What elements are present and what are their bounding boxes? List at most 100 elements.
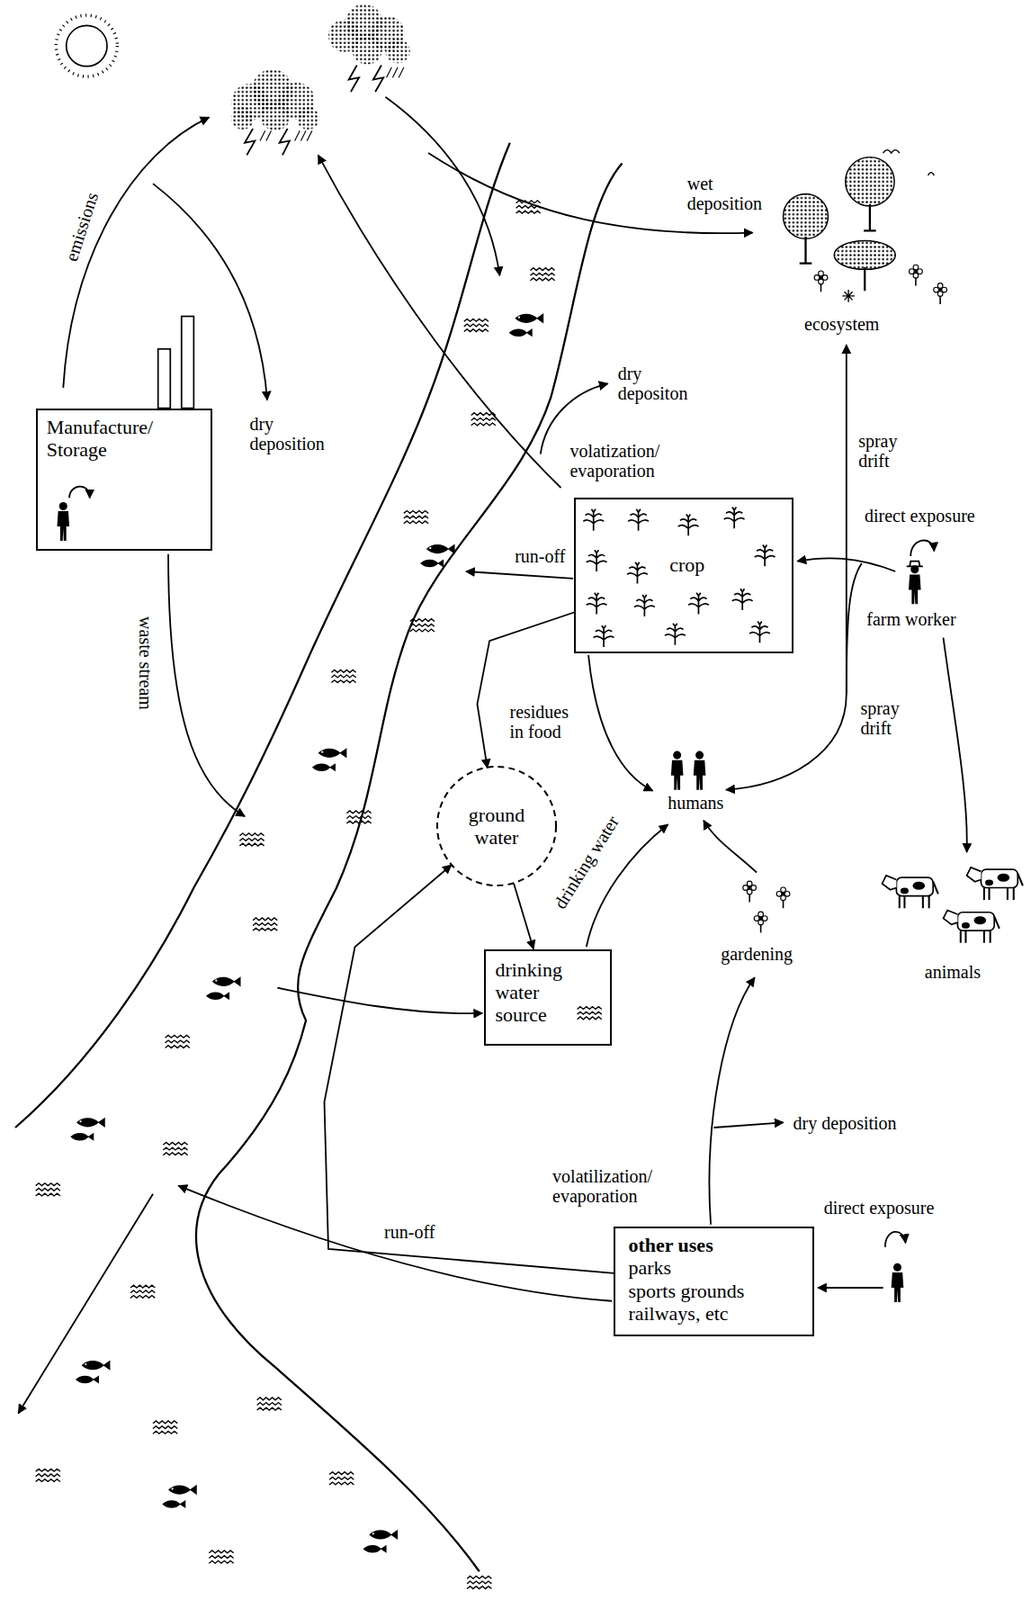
water-symbols: [331, 669, 356, 682]
factory-chimneys: [181, 316, 195, 409]
crop-plants: [749, 621, 771, 644]
tree-icons: [909, 264, 924, 286]
cloud-icon: [386, 67, 404, 78]
annotation-label: run-off: [512, 546, 567, 566]
flow-arrows: [318, 154, 562, 488]
flow-arrows: [277, 987, 483, 1014]
crop-plants: [754, 545, 776, 567]
cow-icons: [943, 909, 1000, 942]
tree-icons: [783, 150, 948, 305]
sun-icon: [55, 15, 117, 77]
person-icons: [56, 502, 70, 541]
node-text: sports grounds: [627, 1279, 799, 1302]
flow-connector: [324, 864, 615, 1274]
water-symbols: [252, 917, 278, 931]
sun-icon: [66, 25, 108, 66]
crop-plants: [586, 549, 608, 572]
annotation-label: dry deposition: [791, 1112, 899, 1133]
tree-icons: [783, 193, 829, 239]
flow-arrows: [910, 539, 934, 556]
flow-arrows: [885, 1231, 906, 1247]
flow-arrows: [846, 563, 862, 694]
crop-plants: [586, 592, 608, 615]
water-symbols: [152, 1420, 178, 1434]
flow-arrows: [845, 344, 848, 694]
water-symbols: [410, 618, 435, 632]
water-symbols: [577, 1006, 602, 1020]
river-banks: [15, 143, 511, 1128]
flow-arrows: [466, 571, 574, 579]
flow-connector: [477, 612, 575, 769]
tree-icons: [845, 157, 895, 207]
cloud-icon: [231, 4, 410, 156]
flow-arrows: [152, 183, 268, 400]
crop-plants: [627, 562, 648, 584]
tree-icons: [933, 283, 948, 305]
garden-flowers: [743, 880, 757, 902]
fish-symbols: [363, 1529, 399, 1553]
annotation-label: waste stream: [135, 614, 156, 712]
water-symbols: [35, 1468, 61, 1481]
water-symbols: [239, 833, 264, 846]
person-icons: [693, 751, 707, 790]
annotation-label: residues in food: [507, 701, 583, 742]
fish-symbols: [161, 1484, 198, 1508]
annotation-label: spray drift: [858, 698, 901, 738]
flow-arrows: [726, 693, 847, 790]
flow-arrows: [713, 1121, 783, 1128]
flow-arrows: [943, 637, 968, 852]
water-symbols: [403, 511, 429, 524]
annotation-label: direct exposure: [822, 1197, 937, 1218]
flow-arrows: [17, 97, 967, 1414]
water-symbols: [346, 810, 371, 824]
crop-plants: [634, 594, 655, 617]
cow-icons: [882, 875, 939, 908]
river-banks: [196, 162, 622, 1571]
cloud-icon: [259, 99, 291, 131]
garden-flowers: [743, 880, 790, 933]
flow-arrows: [168, 554, 245, 816]
crop-plants: [627, 509, 649, 531]
annotation-label: dry depositon: [616, 363, 691, 404]
annotation-label: gardening: [718, 943, 795, 964]
fish-symbols: [312, 747, 348, 772]
flow-arrows: [588, 654, 653, 791]
annotation-label: farm worker: [864, 609, 958, 629]
cloud-icon: [244, 128, 290, 155]
fish-symbols: [70, 1117, 106, 1141]
process-box: other usesparkssports groundsrailways, e…: [613, 1226, 814, 1336]
annotation-label: ecosystem: [802, 313, 881, 334]
person-icons: [671, 751, 684, 790]
garden-flowers: [776, 887, 790, 908]
cow-icons: [882, 867, 1023, 943]
crop-plants: [688, 592, 709, 615]
fish-symbols: [70, 313, 544, 1553]
process-box: drinking water source: [484, 949, 612, 1047]
crop-plants: [593, 625, 615, 647]
crop-plants: [582, 507, 775, 647]
annotation-label: volatilization/ evaporation: [550, 1165, 655, 1206]
tree-icons: [883, 150, 935, 176]
annotation-label: run-off: [382, 1221, 437, 1242]
flow-arrows: [385, 97, 500, 276]
node-title: crop: [669, 553, 792, 576]
process-box: crop: [573, 497, 794, 653]
water-symbols: [208, 1550, 234, 1563]
water-symbols: [165, 1034, 190, 1048]
cow-icons: [967, 867, 1023, 900]
cloud-icon: [259, 130, 313, 141]
annotation-label: emissions: [60, 188, 103, 266]
crop-plants: [732, 588, 754, 610]
cloud-icon: [231, 107, 254, 130]
factory-chimneys: [158, 349, 171, 409]
tree-icons: [814, 270, 828, 292]
person-icons: [908, 564, 922, 604]
annotation-label: volatization/ evaporation: [567, 440, 662, 481]
water-symbols: [466, 1575, 492, 1588]
groundwater-circle: ground water: [435, 764, 558, 888]
fish-symbols: [206, 976, 242, 1000]
cloud-icon: [385, 38, 410, 63]
